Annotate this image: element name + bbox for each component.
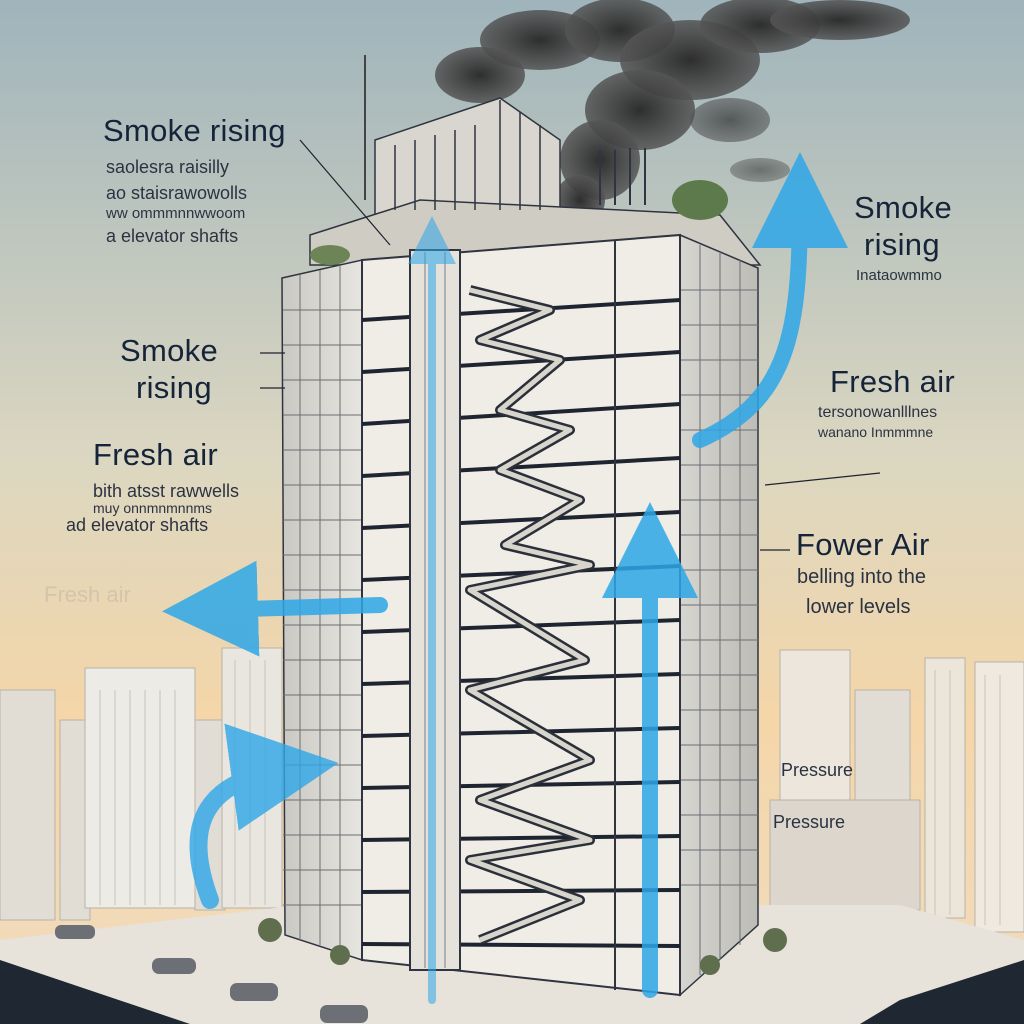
label-left-fresh-line-2: muy onnmnmnnms [93,500,213,516]
label-rising-left-mid: rising [136,370,212,405]
label-top-left-line-1: ​saolesra raisilly [106,157,230,177]
building-cutaway [361,233,681,997]
label-left-fresh-line-3: ad elevator shafts [66,515,209,535]
label-pressure-1: Pressure [781,760,854,780]
leader-lines [260,139,881,551]
label-right-top-sub: Inataowmmo [856,267,942,284]
label-right-fresh-line-2: wanano Inmmmne [818,424,934,440]
arrow-lower-left-curve [189,723,339,909]
street-details [55,918,787,1023]
ground-dark-edge-right [860,960,1024,1024]
background-city-windows [99,660,1001,925]
label-top-left-line-2: ao staisrawowolls [106,183,248,203]
label-smoke-rising-top-left: Smoke rising [103,113,286,148]
ground-dark-edge [0,960,190,1024]
label-pressure-2: Pressure [773,812,846,832]
building-right-facade [679,233,759,997]
label-right-lower-line-2: lower levels [806,596,911,618]
arrow-fresh-air-left [162,560,388,657]
label-top-left-line-3: ww ommmnnwwoom [106,205,246,222]
label-fresh-air-right: Fresh air [830,364,956,399]
label-lower-air-right: Fower Air [796,527,930,562]
label-smoke-right-top: Smoke [854,190,952,225]
airflow-arrows [162,152,848,1004]
label-fresh-air-left: Fresh air [93,437,219,472]
label-left-fresh-line-1: bith atsst rawwells [93,481,240,501]
label-rising-right-top: rising [864,227,940,262]
label-right-fresh-line-1: tersonowanlllnes [818,404,938,421]
label-top-left-line-4: a elevator shafts [106,226,239,246]
label-fresh-air-ghost: Fresh air [44,582,131,607]
label-smoke-left-mid: Smoke [120,333,218,368]
arrow-right-smoke-up [692,152,848,448]
label-right-lower-line-1: belling into the [797,566,926,588]
